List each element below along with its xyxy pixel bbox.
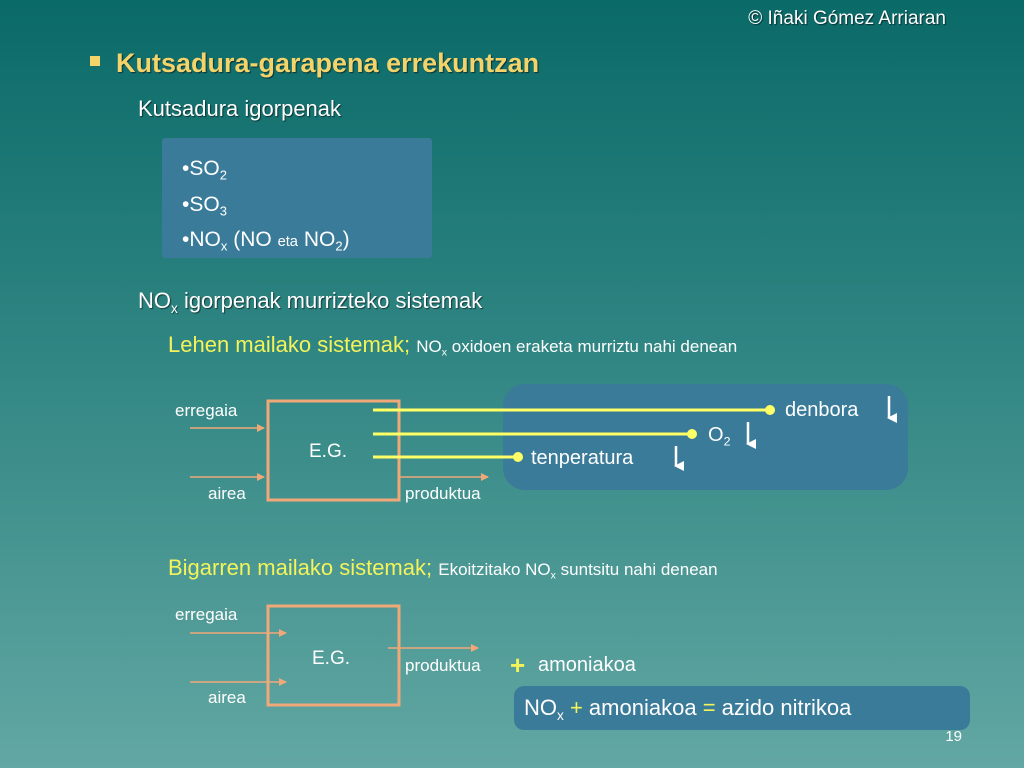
product-label-2: produktua <box>405 656 481 675</box>
o2-label: O2 <box>708 424 731 449</box>
ammonia-label: amoniakoa <box>538 654 636 676</box>
diagram2 <box>190 604 479 707</box>
slide-title: Kutsadura-garapena errekuntzan <box>90 48 539 79</box>
copyright-text: © Iñaki Gómez Arriaran <box>748 8 946 29</box>
diagram1 <box>190 396 897 502</box>
primary-systems-heading: Lehen mailako sistemak; NOx oxidoen erak… <box>168 332 738 359</box>
time-label: denbora <box>785 399 859 421</box>
primary-systems-note: NOx oxidoen eraketa murriztu nahi denean <box>416 337 738 359</box>
plus-sign: + <box>510 650 526 680</box>
product-label-1: produktua <box>405 484 481 503</box>
temperature-label: tenperatura <box>531 447 634 469</box>
subtitle-emissions: Kutsadura igorpenak <box>138 96 342 121</box>
time-dot <box>765 405 775 415</box>
o2-dot <box>687 429 697 439</box>
emissions-panel: •SO2 •SO3 •NOx (NO eta NO2) <box>162 138 432 258</box>
air-label-1: airea <box>208 484 246 503</box>
reaction-formula: NOx + amoniakoa = azido nitrikoa <box>524 695 852 723</box>
emissions-list: •SO2 •SO3 •NOx (NO eta NO2) <box>162 138 432 261</box>
secondary-systems-heading: Bigarren mailako sistemak; Ekoitzitako N… <box>168 555 718 582</box>
fuel-label-1: erregaia <box>175 401 238 420</box>
combustion-box-label-2: E.G. <box>312 648 351 669</box>
square-bullet-icon <box>90 55 100 66</box>
combustion-box-label-1: E.G. <box>309 441 348 462</box>
combustion-box-1 <box>266 399 401 502</box>
secondary-systems-note: Ekoitzitako NOx suntsitu nahi denean <box>438 560 718 582</box>
list-item-nox: •NOx (NO eta NO2) <box>182 228 350 254</box>
list-item-so3: •SO3 <box>182 192 227 219</box>
formula-panel <box>514 686 970 730</box>
list-item-so2: •SO2 <box>182 157 227 183</box>
combustion-box-2 <box>266 604 401 707</box>
page-number: 19 <box>945 728 962 745</box>
temp-dot <box>513 452 523 462</box>
subtitle-systems: NOx igorpenak murrizteko sistemak <box>138 288 483 316</box>
fuel-label-2: erregaia <box>175 605 238 624</box>
air-label-2: airea <box>208 688 246 707</box>
slide-title-text: Kutsadura-garapena errekuntzan <box>116 48 540 78</box>
